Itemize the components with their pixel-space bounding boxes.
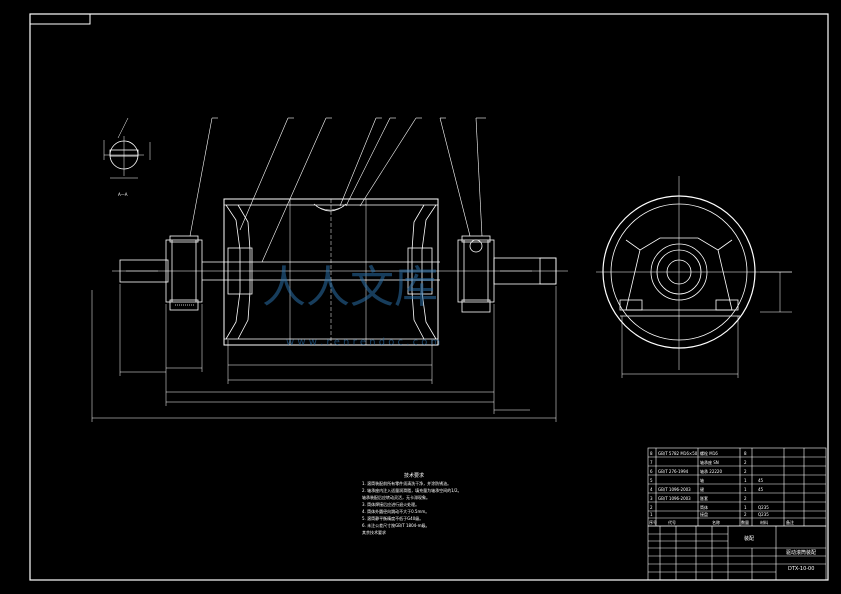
tech-line: 6. 未注公差尺寸按GB/T 1804-m级。: [362, 522, 430, 528]
bom-cell: GB/T 276-1994: [658, 469, 689, 474]
bom-cell: 2: [650, 505, 653, 510]
title-block: 装配 驱动滚筒装配 DTX-10-00: [647, 525, 827, 581]
tech-line: 2. 轴承座内注入适量润滑脂，填充量为轴承空间的1/2。: [362, 487, 462, 493]
bom-cell: 2: [744, 512, 747, 517]
bom-header-cell: 材料: [760, 519, 768, 525]
bom-cell: 45: [758, 487, 764, 492]
technical-requirements: 技术要求 1. 滚筒装配前所有零件须清洗干净，并涂防锈油。 2. 轴承座内注入适…: [362, 472, 462, 535]
watermark-url: w w w . r e n r e n d o c . c o m: [286, 337, 440, 348]
tech-line: 3. 筒体焊接后应进行退火处理。: [362, 501, 419, 507]
bom-cell: 1: [744, 487, 747, 492]
bom-header-cell: 名称: [712, 519, 720, 525]
bom-cell: GB/T 5782 M16×50: [658, 451, 698, 456]
bom-cell: 45: [758, 478, 764, 483]
bill-of-materials: 8 GB/T 5782 M16×50 螺栓 M16 8 7 轴承座 SN 2 6…: [647, 447, 827, 527]
bom-header-cell: 备注: [786, 519, 794, 525]
drawing-frame: [29, 13, 829, 581]
bom-header-cell: 代号: [668, 519, 676, 525]
roller-side-view: [596, 176, 792, 378]
roller-front-view: [91, 117, 568, 422]
bom-cell: Q235: [758, 512, 769, 517]
title-block-material: 装配: [744, 535, 754, 542]
bom-cell: 2: [744, 469, 747, 474]
tech-line: 其余技术要求: [362, 529, 386, 535]
bom-header-cell: 序号: [649, 519, 657, 525]
bom-cell: 1: [650, 512, 653, 517]
tech-title: 技术要求: [404, 472, 424, 479]
bom-cell: 3: [650, 496, 653, 501]
bom-cell: 轴承座 SN: [700, 459, 719, 465]
bom-cell: 4: [650, 487, 653, 492]
bom-cell: 1: [744, 505, 747, 510]
bom-header-cell: 数量: [741, 519, 749, 525]
tech-line: 5. 滚筒静平衡精度不低于G40级。: [362, 515, 423, 521]
section-a-a-view: [103, 117, 151, 179]
section-label: A—A: [118, 192, 128, 197]
bom-cell: 2: [744, 496, 747, 501]
bom-cell: 2: [744, 460, 747, 465]
bom-cell: GB/T 1096-2003: [658, 496, 691, 501]
watermark-logo-text: 人人文库: [262, 262, 438, 313]
title-block-drawing-no: DTX-10-00: [788, 566, 814, 572]
bom-cell: 轴: [700, 477, 704, 483]
bom-cell: 螺栓 M16: [700, 450, 718, 456]
bom-cell: 键: [700, 486, 704, 492]
bom-cell: 胀套: [700, 495, 708, 501]
tech-line: 1. 滚筒装配前所有零件须清洗干净，并涂防锈油。: [362, 480, 451, 486]
tech-line: 轴承装配后应转动灵活，无卡滞现象。: [362, 494, 430, 500]
bom-cell: 1: [744, 478, 747, 483]
bom-cell: 6: [650, 469, 653, 474]
bom-cell: 5: [650, 478, 653, 483]
bom-cell: 接盘: [700, 511, 708, 517]
title-block-part-name: 驱动滚筒装配: [786, 549, 816, 556]
bom-cell: GB/T 1096-2003: [658, 487, 691, 492]
bom-cell: 筒体: [700, 504, 708, 510]
bom-cell: Q235: [758, 505, 769, 510]
tech-line: 4. 筒体外圆径向跳动不大于0.5mm。: [362, 508, 429, 514]
bom-cell: 8: [744, 451, 747, 456]
bom-cell: 轴承 22220: [700, 468, 722, 474]
bom-cell: 8: [650, 451, 653, 456]
bom-cell: 7: [650, 460, 653, 465]
